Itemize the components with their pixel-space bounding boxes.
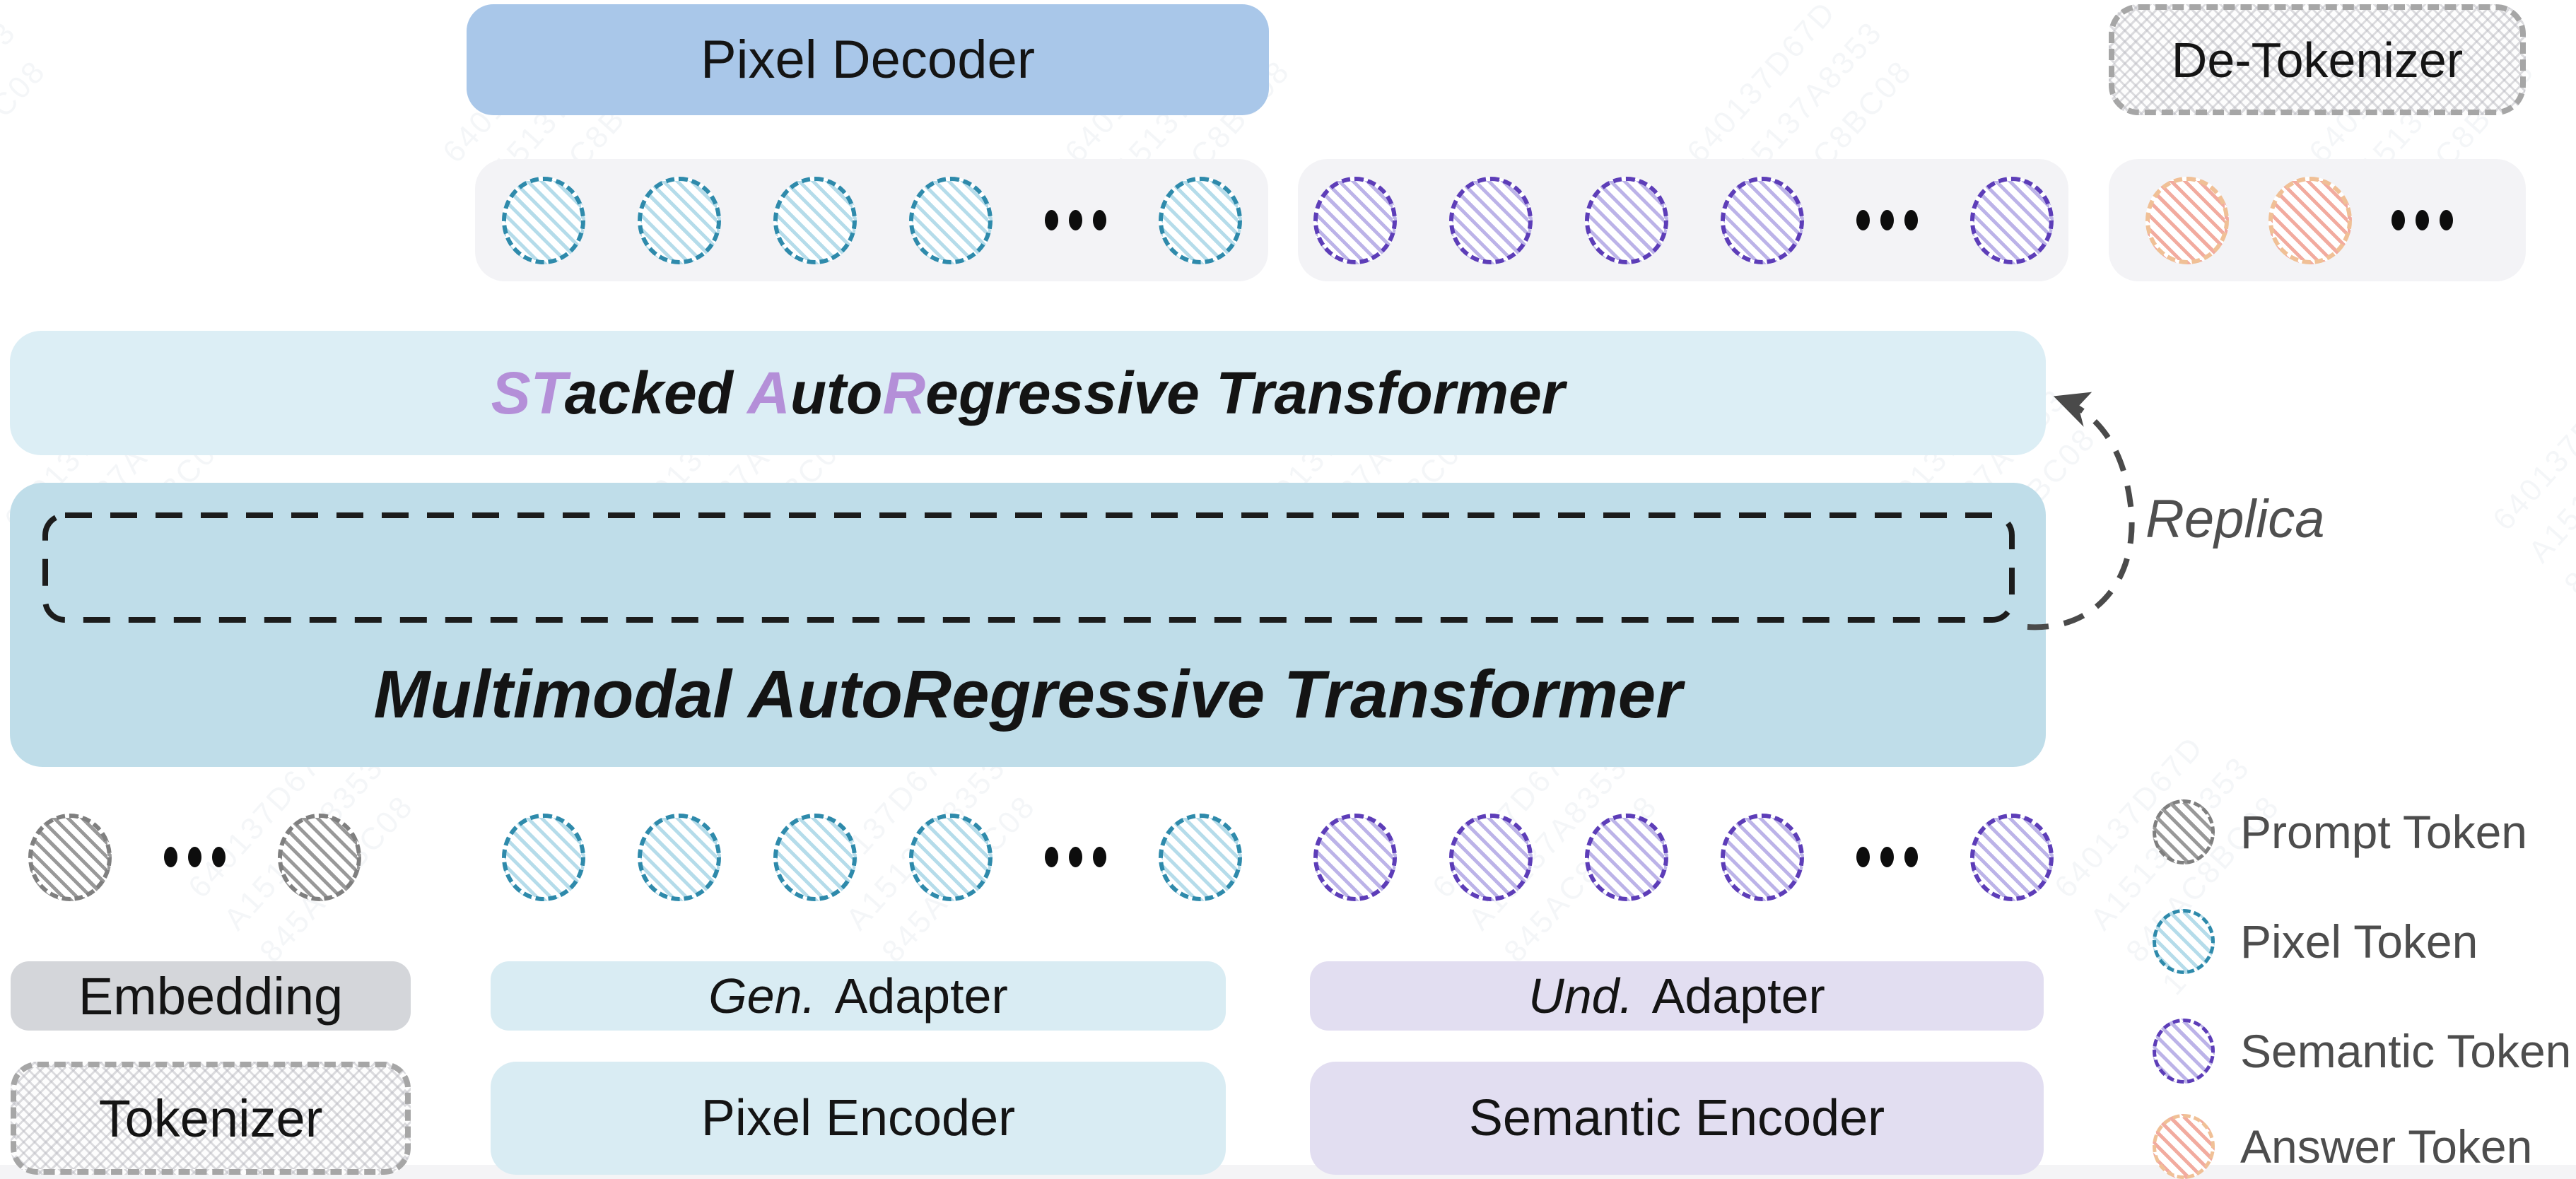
prompt-token-icon <box>28 813 112 901</box>
tokenizer-box: Tokenizer <box>11 1062 411 1175</box>
ellipsis-dots <box>1856 210 1918 230</box>
de-tokenizer-label: De-Tokenizer <box>2171 32 2464 88</box>
semantic-token-icon <box>1313 176 1397 264</box>
und-adapter-label-italic: Und. <box>1528 968 1634 1023</box>
embedding-label: Embedding <box>78 966 344 1026</box>
replica-label: Replica <box>2145 489 2324 549</box>
legend-item-prompt-token: Prompt Token <box>2153 799 2527 864</box>
pixel-token-icon <box>773 176 857 264</box>
pixel-encoder-label: Pixel Encoder <box>701 1090 1016 1146</box>
semantic-token-icon <box>1584 813 1668 901</box>
semantic-token-icon <box>1720 176 1804 264</box>
prompt-token-icon <box>278 813 361 901</box>
answer-token-icon <box>2153 1114 2215 1179</box>
legend-item-answer-token: Answer Token <box>2153 1114 2532 1179</box>
stacked-transformer-bar: STacked AutoRegressive Transformer <box>10 331 2046 455</box>
ellipsis-dots <box>1044 847 1106 867</box>
legend-item-semantic-token: Semantic Token <box>2153 1019 2571 1084</box>
pixel-token-icon <box>773 813 857 901</box>
pixel-token-icon <box>501 176 585 264</box>
legend-label: Pixel Token <box>2240 915 2478 968</box>
semantic-token-icon <box>1720 813 1804 901</box>
ellipsis-dots <box>1856 847 1918 867</box>
semantic-token-icon <box>1313 813 1397 901</box>
star-title-segment: R <box>882 359 926 426</box>
ellipsis-dots <box>164 847 226 867</box>
semantic-encoder-box: Semantic Encoder <box>1310 1062 2044 1175</box>
tokenizer-label: Tokenizer <box>98 1089 323 1148</box>
pixel-token-icon <box>2153 909 2215 974</box>
watermark-text: 640137D67DA15137A8353845AC8BC081 <box>2486 362 2576 602</box>
pixel-decoder-box: Pixel Decoder <box>467 4 1269 115</box>
semantic-token-row-bottom <box>1298 813 2068 901</box>
und-adapter-box: Und. Adapter <box>1310 961 2044 1031</box>
answer-token-icon <box>2145 176 2229 264</box>
answer-token-row-top <box>2109 159 2526 281</box>
prompt-token-row-bottom <box>28 813 410 901</box>
star-title-segment: acked <box>564 359 748 426</box>
star-title-segment: egressive Transformer <box>925 359 1565 426</box>
semantic-token-icon <box>1448 176 1533 264</box>
ellipsis-dots <box>1044 210 1106 230</box>
multimodal-transformer-box: Multimodal AutoRegressive Transformer <box>10 483 2046 767</box>
pixel-encoder-box: Pixel Encoder <box>491 1062 1226 1175</box>
replica-slot-dashed-rect <box>42 512 2015 623</box>
semantic-token-icon <box>1448 813 1533 901</box>
semantic-token-icon <box>1969 176 2054 264</box>
pixel-token-icon <box>1158 813 1242 901</box>
pixel-token-icon <box>637 813 721 901</box>
pixel-decoder-label: Pixel Decoder <box>700 30 1036 90</box>
pixel-token-icon <box>908 813 993 901</box>
gen-adapter-label: Adapter <box>834 968 1008 1023</box>
pixel-token-icon <box>908 176 993 264</box>
pixel-token-icon <box>637 176 721 264</box>
stacked-transformer-title: STacked AutoRegressive Transformer <box>491 359 1565 428</box>
und-adapter-label: Adapter <box>1651 968 1825 1023</box>
semantic-token-row-top <box>1298 159 2068 281</box>
semantic-token-icon <box>1969 813 2054 901</box>
replica-arrow: Replica <box>2027 392 2324 630</box>
star-title-segment: uto <box>790 359 883 426</box>
star-title-segment: A <box>747 359 790 426</box>
de-tokenizer-box: De-Tokenizer <box>2109 4 2526 115</box>
prompt-token-icon <box>2153 799 2215 864</box>
semantic-token-icon <box>1584 176 1668 264</box>
pixel-token-icon <box>1158 176 1242 264</box>
star-title-segment: ST <box>491 359 565 426</box>
ellipsis-dots <box>2391 210 2453 230</box>
gen-adapter-label-italic: Gen. <box>708 968 816 1023</box>
embedding-box: Embedding <box>11 961 411 1031</box>
pixel-token-icon <box>501 813 585 901</box>
answer-token-icon <box>2268 176 2352 264</box>
replica-arrow-path <box>2027 392 2135 630</box>
watermark-text: 640137D67DA15137A8353845AC8BC081 <box>0 14 53 235</box>
pixel-token-row-bottom <box>475 813 1268 901</box>
pixel-token-row-top <box>475 159 1268 281</box>
semantic-token-icon <box>2153 1019 2215 1084</box>
legend-label: Answer Token <box>2240 1120 2533 1173</box>
legend-label: Semantic Token <box>2240 1025 2572 1077</box>
gen-adapter-box: Gen. Adapter <box>491 961 1226 1031</box>
legend-label: Prompt Token <box>2240 806 2527 858</box>
legend-item-pixel-token: Pixel Token <box>2153 909 2478 974</box>
multimodal-transformer-title: Multimodal AutoRegressive Transformer <box>373 657 1682 732</box>
semantic-encoder-label: Semantic Encoder <box>1468 1090 1885 1146</box>
